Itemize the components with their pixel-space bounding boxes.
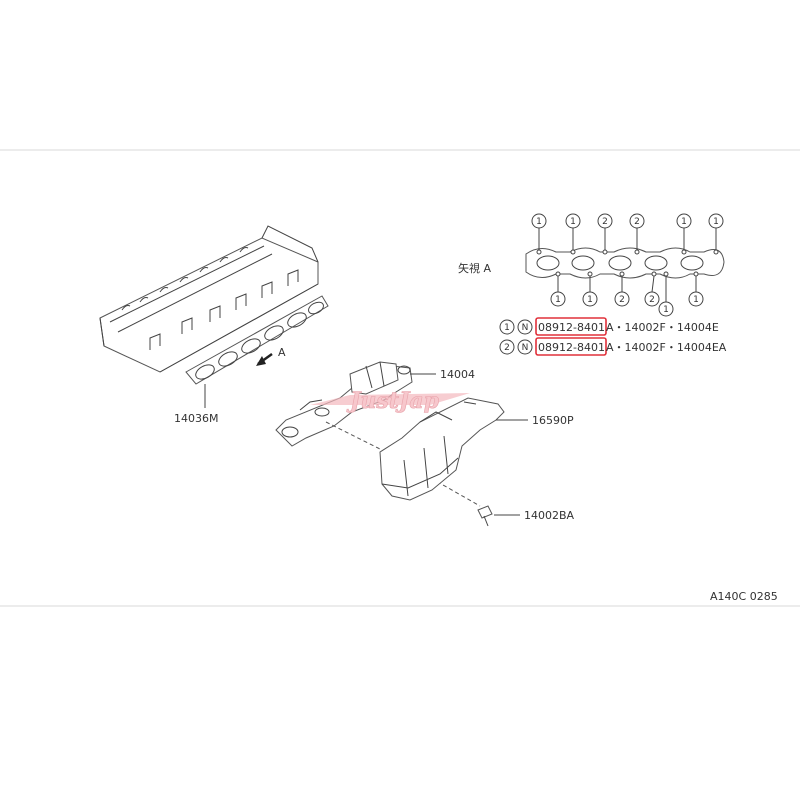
heat-shield (379, 397, 505, 501)
heat-shield-part-number: 16590P (532, 414, 574, 427)
legend-suffix: A・14002F・14004E (606, 321, 719, 334)
svg-text:JustJap: JustJap (346, 388, 440, 414)
bottom-marker-5: 1 (663, 305, 669, 315)
legend-part-number: 08912-8401 (538, 321, 605, 334)
legend-marker: 2 (504, 343, 510, 353)
cylinder-head (99, 225, 319, 373)
dashed-guide (325, 421, 481, 507)
nut-symbol-icon: N (522, 343, 529, 353)
legend-suffix: A・14002F・14004EA (606, 341, 727, 354)
part-number-highlight (535, 337, 607, 356)
gasket-part-number: 14036M (174, 412, 218, 425)
watermark-logo: JustJap (310, 388, 470, 414)
view-arrow-letter: A (278, 346, 286, 359)
bottom-marker-4: 2 (649, 295, 655, 305)
legend-marker: 1 (504, 323, 510, 333)
bolt (477, 505, 493, 527)
legend-part-number: 08912-8401 (538, 341, 605, 354)
part-number-highlight (535, 317, 607, 336)
top-marker-4: 2 (634, 217, 640, 227)
top-marker-2: 1 (570, 217, 576, 227)
view-a-bottom-markers: 1 1 2 2 1 1 (550, 275, 704, 317)
nut-symbol-icon: N (522, 323, 529, 333)
legend-row-1: 1 N 08912-8401 A・14002F・14004E (499, 317, 719, 336)
figure-code: A140C 0285 (710, 590, 778, 603)
manifold-part-number: 14004 (440, 368, 475, 381)
top-marker-6: 1 (713, 217, 719, 227)
bottom-marker-2: 1 (587, 295, 593, 305)
view-a-arrow: A (256, 346, 286, 366)
view-a-top-markers: 1 1 2 2 1 1 (531, 213, 724, 250)
bottom-marker-1: 1 (555, 295, 561, 305)
manifold-gasket (185, 295, 329, 385)
view-a-title: 矢視 A (458, 261, 491, 275)
exhaust-manifold (275, 361, 413, 447)
bottom-marker-3: 2 (619, 295, 625, 305)
top-marker-3: 2 (602, 217, 608, 227)
bottom-marker-6: 1 (693, 295, 699, 305)
top-marker-5: 1 (681, 217, 687, 227)
top-marker-1: 1 (536, 217, 542, 227)
view-a-gasket (525, 247, 725, 279)
bolt-part-number: 14002BA (524, 509, 575, 522)
legend-row-2: 2 N 08912-8401 A・14002F・14004EA (499, 337, 727, 356)
